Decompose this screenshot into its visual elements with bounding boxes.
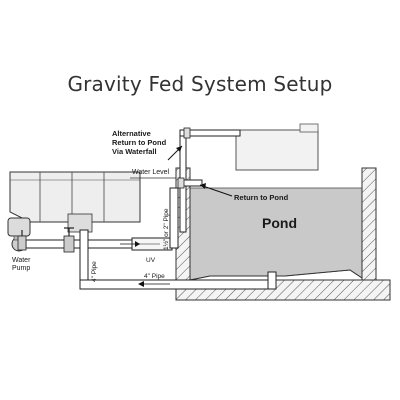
arrow-icon — [120, 241, 140, 247]
return-to-pond-label: Return to Pond — [234, 193, 289, 202]
arrow-icon — [199, 183, 233, 197]
pipe-4-vertical — [79, 229, 89, 285]
arrow-icon — [167, 145, 183, 161]
pond-right-wall — [361, 167, 377, 281]
diagram-title: Gravity Fed System Setup — [67, 72, 333, 96]
water-level-label: Water Level — [132, 169, 170, 176]
uv-label: UV — [146, 257, 156, 264]
alt-return-pipe-horizontal — [179, 129, 241, 137]
pipe-vertical-label: 1½" or 2" Pipe — [162, 208, 170, 250]
alt-return-label-3: Via Waterfall — [112, 147, 157, 156]
valve-icon — [17, 230, 27, 251]
alt-return-label-2: Return to Pond — [112, 138, 167, 147]
arrow-icon — [138, 281, 170, 287]
pipe-vertical-small — [169, 187, 179, 249]
pipe-4-vertical-label: 4" Pipe — [91, 261, 98, 282]
filter-unit — [9, 171, 141, 233]
waterfall-unit — [235, 129, 319, 171]
pipe-4-bottom-label: 4" Pipe — [144, 273, 165, 280]
water-pump-label-1: Water — [12, 257, 31, 264]
water-pump-label-2: Pump — [12, 265, 30, 272]
pipe-4-bottom — [79, 279, 271, 290]
bottom-drain-slope — [189, 269, 363, 281]
alt-return-label-1: Alternative — [112, 129, 151, 138]
pond-label: Pond — [262, 215, 297, 231]
valve-icon — [63, 227, 75, 253]
